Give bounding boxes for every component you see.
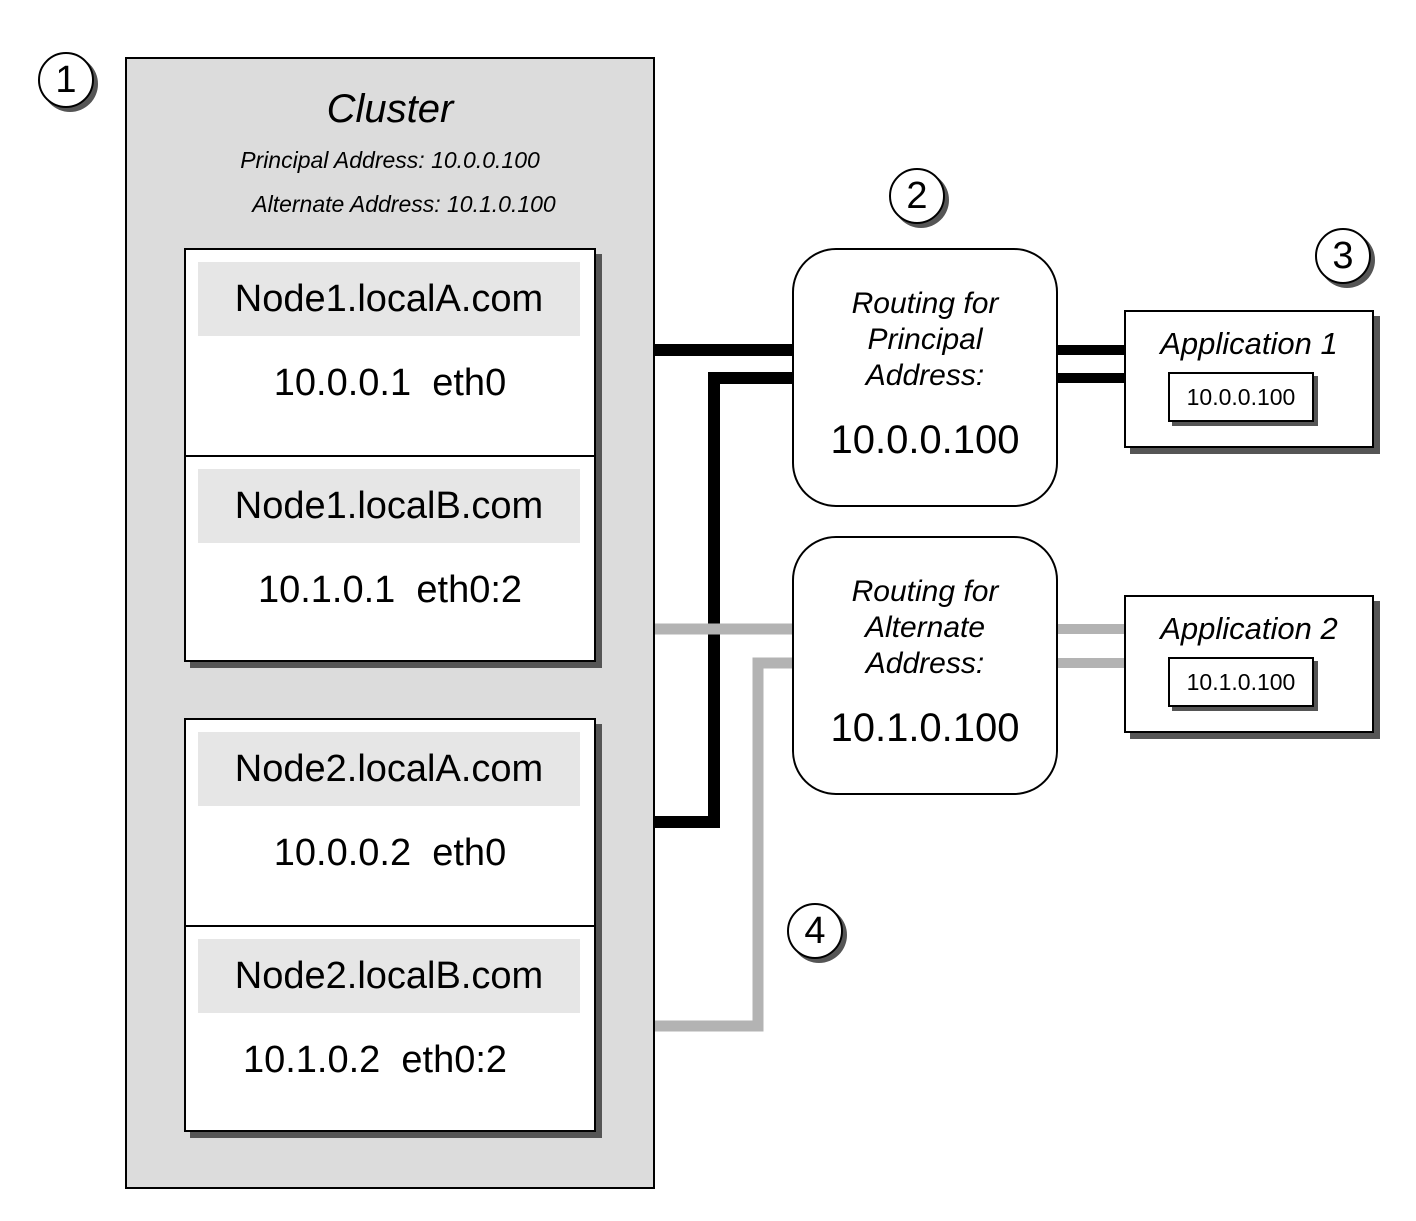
node1-local-a: Node1.localA.com 10.0.0.1 eth0 [186, 250, 594, 455]
principal-router: Routing for Principal Address: 10.0.0.10… [792, 248, 1058, 507]
alternate-router-line1: Routing for [851, 575, 999, 608]
alternate-router: Routing for Alternate Address: 10.1.0.10… [792, 536, 1058, 795]
application-2-ip: 10.1.0.100 [1168, 657, 1314, 707]
cluster-title: Cluster [326, 87, 454, 131]
principal-router-line3: Address: [865, 359, 985, 392]
alternate-router-line3: Address: [865, 647, 985, 680]
node2-local-b: Node2.localB.com 10.1.0.2 eth0:2 [186, 925, 594, 1130]
principal-router-address: 10.0.0.100 [830, 418, 1020, 462]
node2-local-a-ip: 10.0.0.2 eth0 [273, 832, 507, 874]
alternate-router-line2: Alternate [864, 611, 986, 644]
node1-local-a-ip: 10.0.0.1 eth0 [273, 362, 507, 404]
principal-router-title: Routing for Principal Address: [794, 286, 1056, 394]
node2-box: Node2.localA.com 10.0.0.2 eth0 Node2.loc… [184, 718, 596, 1132]
application-2-box: Application 2 10.1.0.100 [1124, 595, 1374, 733]
alternate-router-title: Routing for Alternate Address: [794, 574, 1056, 682]
cluster-principal-address: Principal Address: 10.0.0.100 [240, 147, 540, 173]
node2-local-b-ip: 10.1.0.2 eth0:2 [242, 1039, 508, 1081]
node1-box: Node1.localA.com 10.0.0.1 eth0 Node1.loc… [184, 248, 596, 662]
node1-local-b-hostname: Node1.localB.com [198, 469, 580, 543]
node1-local-b-ip: 10.1.0.1 eth0:2 [257, 569, 523, 611]
alternate-router-address: 10.1.0.100 [830, 706, 1020, 750]
node2-local-b-hostname: Node2.localB.com [198, 939, 580, 1013]
callout-badge-4: 4 [787, 903, 843, 959]
cluster-alternate-address: Alternate Address: 10.1.0.100 [252, 191, 556, 217]
principal-router-line2: Principal [867, 323, 983, 356]
application-1-title: Application 1 [1160, 326, 1338, 361]
principal-link-node2 [622, 372, 792, 828]
application-1-box: Application 1 10.0.0.100 [1124, 310, 1374, 448]
alternate-link-node2 [626, 657, 792, 1032]
node1-local-a-hostname: Node1.localA.com [198, 262, 580, 336]
principal-router-line1: Routing for [851, 287, 999, 320]
callout-badge-3: 3 [1315, 228, 1371, 284]
node2-local-a-hostname: Node2.localA.com [198, 732, 580, 806]
node1-local-b: Node1.localB.com 10.1.0.1 eth0:2 [186, 455, 594, 660]
application-1-ip: 10.0.0.100 [1168, 372, 1314, 422]
callout-badge-2: 2 [889, 168, 945, 224]
callout-badge-1: 1 [38, 52, 94, 108]
application-2-title: Application 2 [1160, 611, 1338, 646]
node2-local-a: Node2.localA.com 10.0.0.2 eth0 [186, 720, 594, 925]
